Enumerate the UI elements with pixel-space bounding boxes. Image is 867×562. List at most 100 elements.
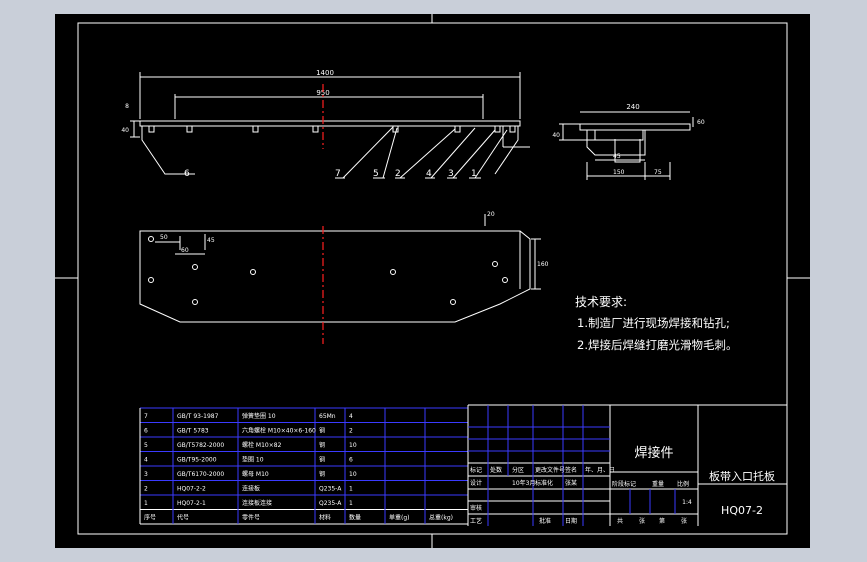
side-view: 240 60 40 45 150 75: [552, 103, 705, 180]
label-weight: 重量: [652, 480, 664, 488]
label-design: 设计: [470, 479, 482, 487]
dim-d: 160: [537, 261, 549, 268]
technical-notes: 技术要求: 1.制造厂进行现场焊接和钻孔; 2.焊接后焊缝打磨光滑物毛刺。: [575, 295, 737, 352]
label-signature: 签名: [565, 466, 577, 474]
label-mark: 标记: [470, 466, 482, 474]
sheet-unit-label: 张: [639, 517, 645, 525]
scale-value: 1:4: [682, 499, 692, 506]
bom-cell: GB/T95-2000: [177, 457, 217, 464]
bom-header-cell: 总重(kg): [429, 514, 453, 522]
bom-cell: 6: [349, 457, 353, 464]
bom-cell: 5: [144, 442, 148, 449]
dim-height: 40: [121, 127, 129, 134]
label-stage: 阶段标记: [612, 480, 636, 488]
bom-cell: HQ07-2-1: [177, 500, 206, 507]
drawing-name: 板带入口托板: [709, 469, 775, 483]
bom-cell: 垫圈 10: [242, 456, 264, 464]
dim-offset: 75: [654, 169, 662, 176]
label-count: 处数: [490, 466, 502, 474]
bom-cell: 1: [144, 500, 148, 507]
bom-cell: 4: [144, 457, 148, 464]
dim-width: 240: [626, 103, 639, 111]
bom-cell: HQ07-2-2: [177, 486, 206, 493]
bom-cell: 钢: [319, 456, 325, 464]
bom-cell: 连接板连接: [242, 499, 272, 507]
front-view: 1400 950 40 8: [121, 69, 530, 179]
bom-cell: Q235-A: [319, 486, 342, 493]
bom-cell: 10: [349, 442, 357, 449]
bom-cell: 6: [144, 428, 148, 435]
dim-base: 150: [613, 169, 625, 176]
bom-header-cell: 序号: [144, 514, 156, 522]
dim-a: 50: [160, 234, 168, 241]
bom-cell: GB/T5782-2000: [177, 442, 224, 449]
bom-cell: 钢: [319, 441, 325, 449]
dim-thick: 60: [697, 119, 705, 126]
bom-cell: 螺母 M10: [242, 470, 269, 478]
dim-inner: 950: [316, 89, 329, 97]
dim-overall: 1400: [316, 69, 334, 77]
bom-cell: 六角螺栓 M10×40×6-160: [242, 427, 316, 435]
bom-header-cell: 零件号: [242, 514, 260, 522]
label-process: 工艺: [470, 517, 482, 525]
dim-b: 60: [181, 247, 189, 254]
top-view: 50 60 45 160 20: [139, 211, 549, 344]
bom-cell: GB/T 5783: [177, 428, 209, 435]
bom-cell: 65Mn: [319, 413, 336, 420]
callout-5: 5: [373, 169, 379, 179]
bom-header-cell: 代号: [177, 514, 189, 522]
bom-cell: 2: [349, 428, 353, 435]
sheet-total-label: 共: [617, 517, 623, 525]
bom-cell: 3: [144, 471, 148, 478]
bom-header-cell: 数量: [349, 514, 361, 522]
dim-e: 20: [487, 211, 495, 218]
bom-cell: 钢: [319, 427, 325, 435]
part-title: 焊接件: [634, 445, 673, 461]
note-1: 1.制造厂进行现场焊接和钻孔;: [577, 316, 730, 330]
label-date: 年、月、日: [585, 466, 615, 474]
label-zone: 分区: [512, 466, 524, 474]
bom-header-cell: 材料: [319, 514, 331, 522]
callout-1: 1: [471, 169, 477, 179]
bom-cell: GB/T 93-1987: [177, 413, 219, 420]
label-date2: 日期: [565, 517, 577, 525]
callout-7: 7: [335, 169, 341, 179]
bom-cell: 2: [144, 486, 148, 493]
bom-cell: 1: [349, 500, 353, 507]
bom-cell: Q235-A: [319, 500, 342, 507]
title-block: 焊接件 板带入口托板 HQ07-2 1:4 标记 处数 分区 更改文件号 签名 …: [467, 404, 787, 526]
bom-cell: 弹簧垫圈 10: [242, 412, 276, 420]
notes-title: 技术要求:: [575, 295, 627, 309]
callout-3: 3: [448, 169, 454, 179]
label-change-doc: 更改文件号: [535, 466, 565, 474]
sheet-no-label: 第: [659, 517, 665, 525]
bom-cell: GB/T6170-2000: [177, 471, 224, 478]
dim-gap: 45: [613, 153, 621, 160]
bom-cell: 4: [349, 413, 353, 420]
bom-cell: 7: [144, 413, 148, 420]
sheet-unit-label-2: 张: [681, 517, 687, 525]
callout-6: 6: [184, 169, 190, 179]
bom-cell: 1: [349, 486, 353, 493]
dim-c: 45: [207, 237, 215, 244]
drawing-sheet: 1400 950 40 8: [55, 14, 810, 548]
label-approve: 批准: [539, 517, 551, 525]
designer-name: 张某: [565, 479, 577, 487]
bom-table: 7 GB/T 93-1987 弹簧垫圈 10 65Mn 4 6 GB/T 5783 六角螺栓 …: [139, 407, 469, 525]
bom-header-cell: 单重(g): [389, 514, 410, 522]
bom-cell: 螺栓 M10×82: [242, 441, 282, 449]
cad-drawing: 1400 950 40 8: [55, 14, 810, 548]
design-date: 10年3月: [512, 479, 535, 487]
drawing-number: HQ07-2: [721, 504, 763, 517]
bom-cell: 钢: [319, 470, 325, 478]
callout-4: 4: [426, 169, 432, 179]
callout-2: 2: [395, 169, 401, 179]
label-review: 审核: [470, 504, 482, 512]
bom-cell: 10: [349, 471, 357, 478]
dim-side-height: 40: [552, 132, 560, 139]
label-standardization: 标准化: [535, 479, 553, 487]
dim-small: 8: [125, 103, 129, 110]
note-2: 2.焊接后焊缝打磨光滑物毛刺。: [577, 338, 737, 352]
bom-cell: 连接板: [242, 485, 260, 493]
label-scale: 比例: [677, 480, 689, 488]
